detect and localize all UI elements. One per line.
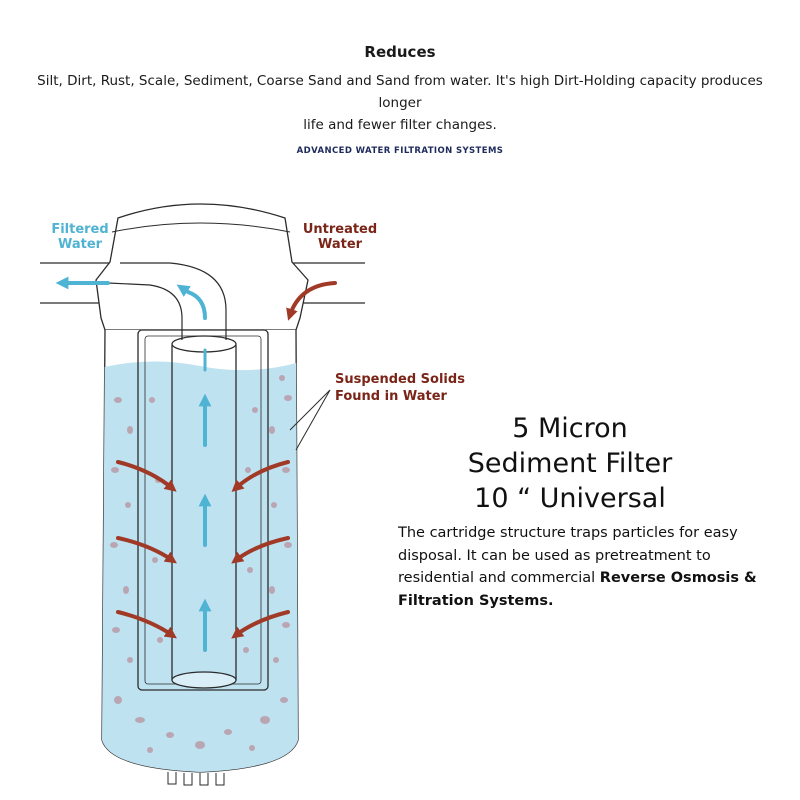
- suspended-solids-label-2: Found in Water: [335, 389, 448, 404]
- suspended-particles: [110, 375, 292, 753]
- product-title-line-1: 5 Micron: [512, 413, 628, 444]
- description-text: The cartridge structure traps particles …: [398, 525, 738, 586]
- water-fill: [102, 361, 298, 772]
- description-bold-text: Reverse Osmosis & Filtration Systems.: [398, 570, 757, 609]
- untreated-water-label-1: Untreated: [303, 222, 377, 237]
- filtered-water-label-1: Filtered: [51, 222, 108, 237]
- intro-text: Silt, Dirt, Rust, Scale, Sediment, Coars…: [20, 70, 780, 136]
- filtered-water-label-2: Water: [58, 237, 103, 252]
- product-title-line-3: 10 “ Universal: [474, 483, 666, 514]
- untreated-water-label-2: Water: [318, 237, 363, 252]
- intro-line-1: Silt, Dirt, Rust, Scale, Sediment, Coars…: [37, 73, 763, 111]
- product-title-line-2: Sediment Filter: [467, 448, 673, 479]
- page-heading: Reduces: [364, 43, 436, 61]
- brand-name: ADVANCED WATER FILTRATION SYSTEMS: [296, 146, 504, 156]
- filter-cartridge: [107, 262, 269, 691]
- intro-line-2: life and fewer filter changes.: [303, 117, 497, 133]
- inlet-outlet-pipes: [40, 262, 365, 304]
- suspended-solids-label-1: Suspended Solids: [335, 372, 465, 387]
- housing-base: [167, 772, 225, 786]
- filtered-flow-arrows: [55, 276, 212, 652]
- untreated-flow-arrows: [116, 281, 337, 639]
- product-description: The cartridge structure traps particles …: [398, 522, 778, 612]
- solids-callout-lines: [289, 389, 331, 451]
